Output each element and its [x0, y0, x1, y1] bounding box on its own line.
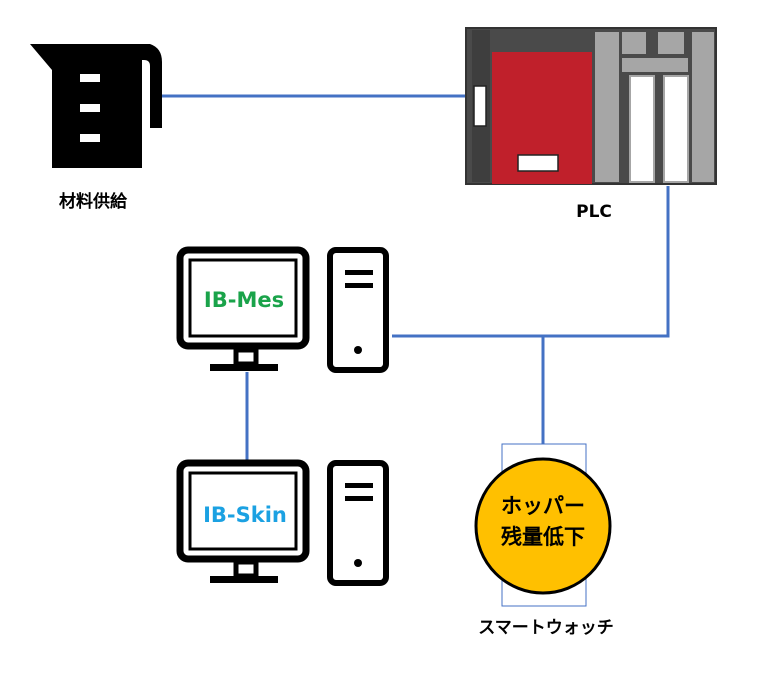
skin-workstation	[176, 459, 389, 586]
connections	[162, 94, 670, 462]
mes-label: IB-Mes	[204, 288, 284, 312]
plc-label: PLC	[576, 202, 612, 222]
watch-label: スマートウォッチ	[478, 618, 614, 638]
alert-line-1: ホッパー	[501, 494, 585, 518]
line-plc-network	[392, 186, 670, 338]
measuring-jug-icon	[30, 44, 162, 168]
mes-workstation	[176, 246, 389, 373]
pc-tower-icon	[327, 460, 389, 586]
plc-rack-icon	[465, 27, 717, 185]
material-label: 材料供給	[59, 191, 128, 212]
alert-line-2: 残量低下	[501, 525, 585, 549]
skin-label: IB-Skin	[203, 503, 287, 527]
pc-tower-icon	[327, 247, 389, 373]
smartwatch-icon	[474, 443, 612, 607]
